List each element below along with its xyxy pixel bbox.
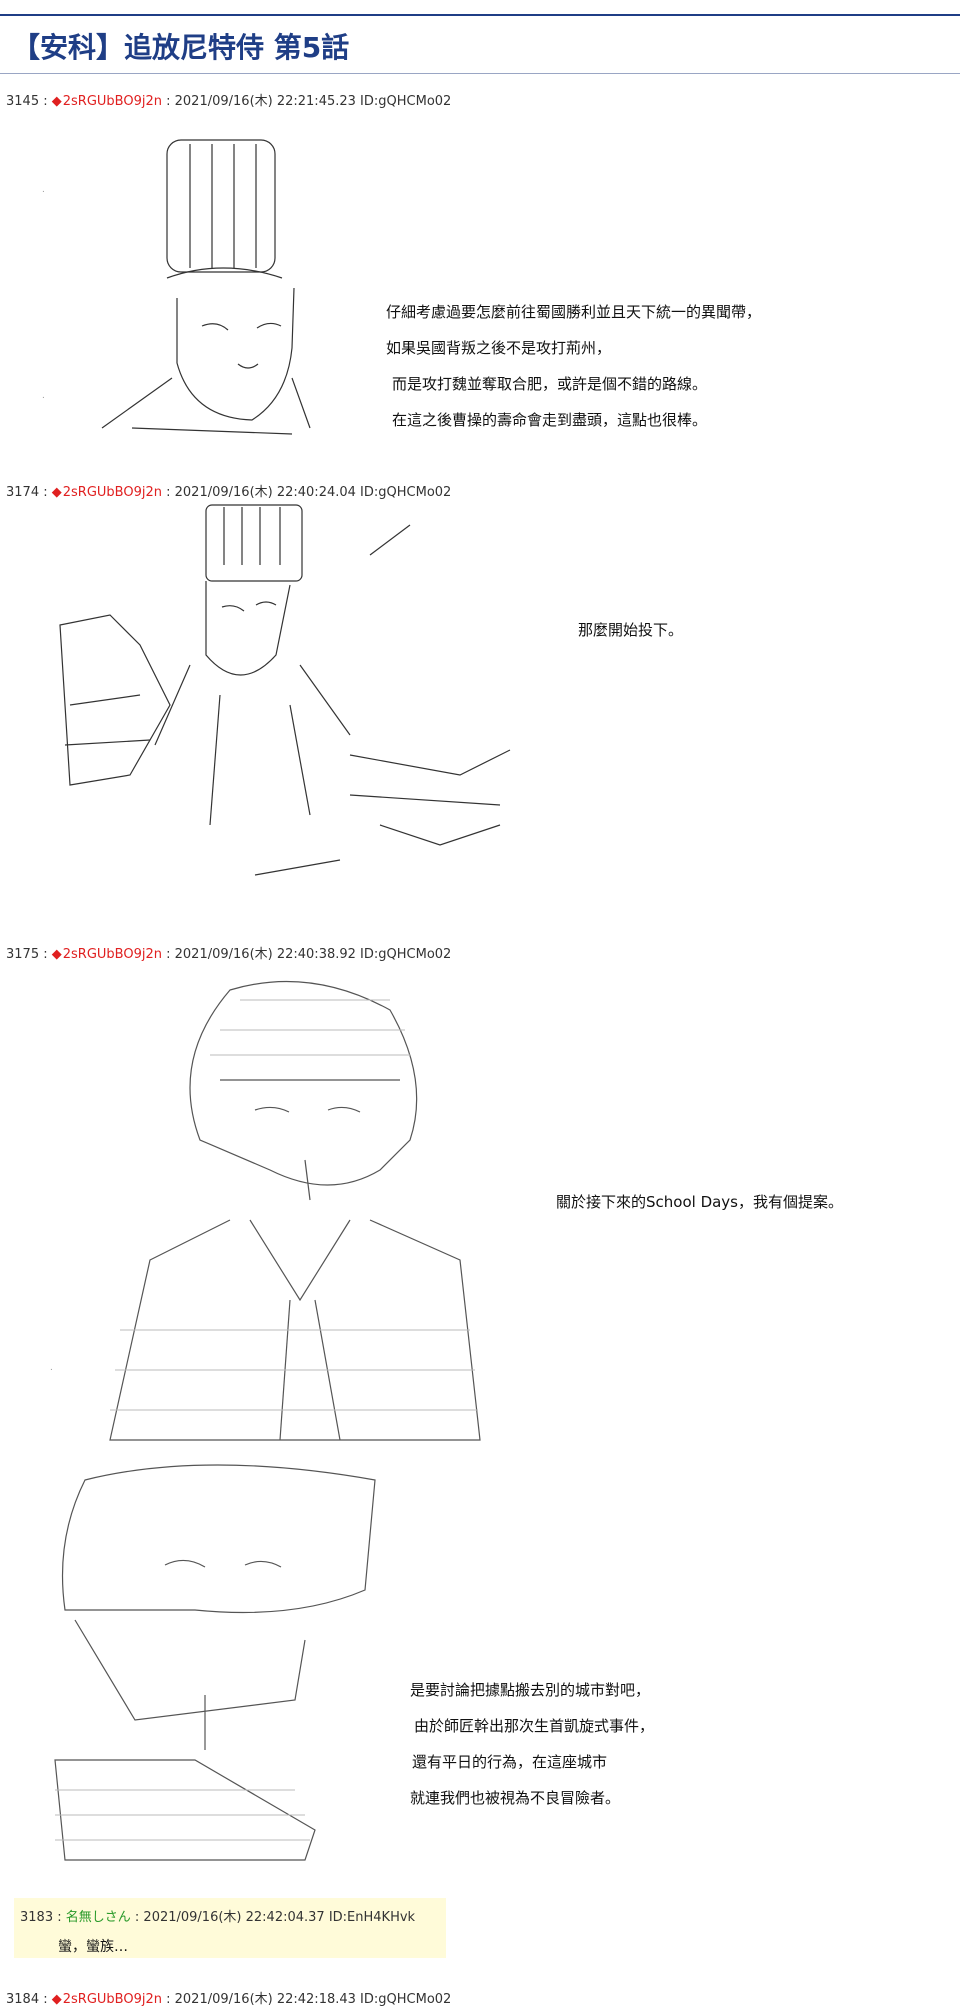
- dialogue-line: 在這之後曹操的壽命會走到盡頭，這點也很棒。: [392, 411, 708, 429]
- svg-text:.: .: [42, 390, 45, 401]
- dialogue-line: 由於師匠幹出那次生首凱旋式事件，: [414, 1717, 655, 1735]
- poster-id[interactable]: ID:gQHCMo02: [360, 485, 452, 500]
- post-datetime: 2021/09/16(木) 22:42:04.37: [143, 1910, 325, 1925]
- post-number[interactable]: 3183: [20, 1910, 54, 1925]
- dialogue-line: 關於接下來的School Days，我有個提案。: [556, 1193, 844, 1211]
- post-3145-dialogue: 仔細考慮過要怎麼前往蜀國勝利並且天下統一的異聞帶， 如果吳國背叛之後不是攻打荊州…: [386, 294, 761, 438]
- reply-post: 3183 : 名無しさん : 2021/09/16(木) 22:42:04.37…: [14, 1898, 446, 1958]
- poster-name[interactable]: 名無しさん: [65, 1910, 131, 1925]
- dialogue-line: 那麼開始投下。: [578, 621, 684, 639]
- reply-text: 蠻，蠻族…: [58, 1939, 128, 1955]
- post-number[interactable]: 3174: [6, 485, 40, 500]
- dialogue-line: 如果吳國背叛之後不是攻打荊州，: [386, 339, 612, 357]
- ascii-art-hooded-figure: [45, 1460, 385, 1870]
- dialogue-line: 而是攻打魏並奪取合肥，或許是個不錯的路線。: [392, 375, 708, 393]
- post-number[interactable]: 3175: [6, 947, 40, 962]
- post-3174-dialogue: 那麼開始投下。: [578, 612, 683, 648]
- post-header: 3184 : ◆2sRGUbBO9j2n : 2021/09/16(木) 22:…: [6, 1992, 452, 2007]
- trip-diamond-icon: ◆: [51, 947, 62, 962]
- post-header: 3183 : 名無しさん : 2021/09/16(木) 22:42:04.37…: [20, 1910, 416, 1925]
- trip-diamond-icon: ◆: [51, 485, 62, 500]
- post-3175-dialogue-a: 關於接下來的School Days，我有個提案。: [556, 1184, 843, 1220]
- dialogue-line: 是要討論把據點搬去別的城市對吧，: [410, 1681, 651, 1699]
- svg-text:.: .: [50, 1362, 53, 1373]
- post-datetime: 2021/09/16(木) 22:40:24.04: [174, 485, 356, 500]
- dialogue-line: 就連我們也被視為不良冒險者。: [410, 1789, 621, 1807]
- post-header: 3175 : ◆2sRGUbBO9j2n : 2021/09/16(木) 22:…: [6, 947, 452, 962]
- poster-trip[interactable]: ◆2sRGUbBO9j2n: [51, 947, 162, 962]
- dialogue-line: 仔細考慮過要怎麼前往蜀國勝利並且天下統一的異聞帶，: [386, 303, 762, 321]
- poster-trip[interactable]: ◆2sRGUbBO9j2n: [51, 94, 162, 109]
- page-title: 【安科】追放尼特侍 第5話: [12, 31, 350, 64]
- ascii-art-figure-samurai: . .: [42, 128, 342, 438]
- poster-trip[interactable]: ◆2sRGUbBO9j2n: [51, 485, 162, 500]
- poster-id[interactable]: ID:EnH4KHvk: [328, 1910, 416, 1925]
- svg-text:.: .: [42, 184, 45, 195]
- poster-id[interactable]: ID:gQHCMo02: [360, 94, 452, 109]
- page-header: 【安科】追放尼特侍 第5話: [0, 14, 960, 74]
- dialogue-line: 還有平日的行為，在這座城市: [412, 1753, 608, 1771]
- post-number[interactable]: 3145: [6, 94, 40, 109]
- post-header: 3145 : ◆2sRGUbBO9j2n : 2021/09/16(木) 22:…: [6, 94, 452, 109]
- post-header: 3174 : ◆2sRGUbBO9j2n : 2021/09/16(木) 22:…: [6, 485, 452, 500]
- post-3175-dialogue-b: 是要討論把據點搬去別的城市對吧， 由於師匠幹出那次生首凱旋式事件， 還有平日的行…: [410, 1672, 654, 1816]
- post-datetime: 2021/09/16(木) 22:21:45.23: [174, 94, 356, 109]
- ascii-art-battle-scene: [40, 495, 560, 885]
- poster-id[interactable]: ID:gQHCMo02: [360, 947, 452, 962]
- trip-diamond-icon: ◆: [51, 94, 62, 109]
- ascii-art-student-figure: .: [50, 970, 500, 1450]
- post-datetime: 2021/09/16(木) 22:40:38.92: [174, 947, 356, 962]
